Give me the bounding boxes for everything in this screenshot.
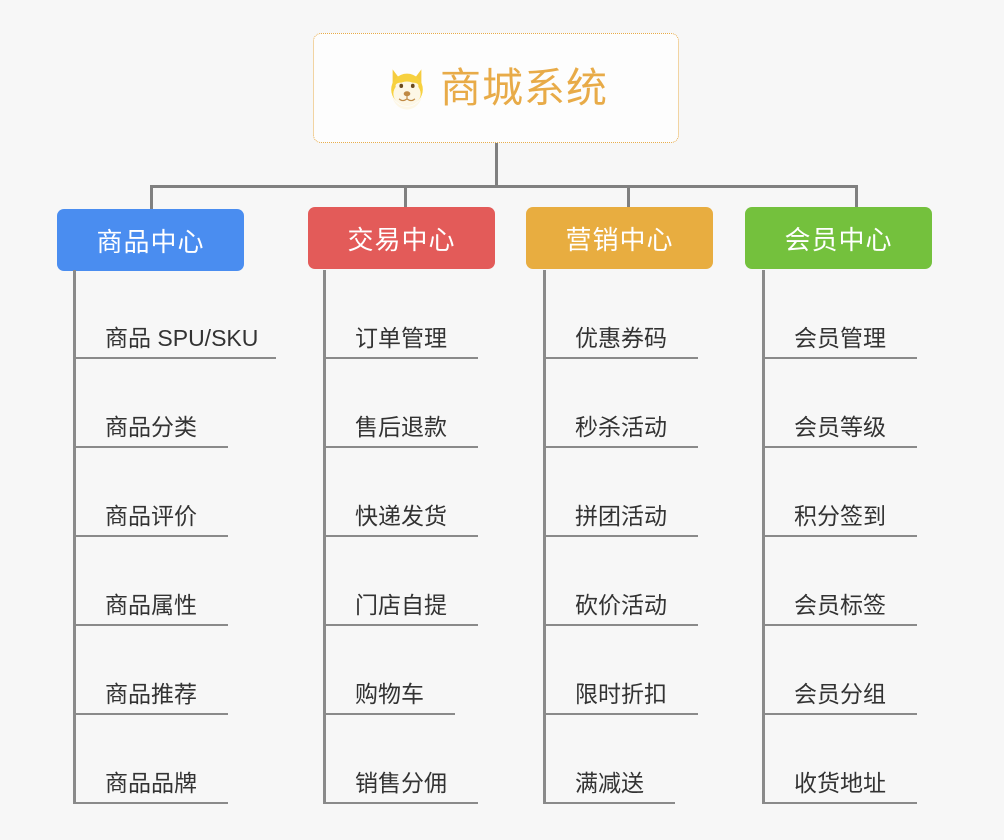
- category-box-member-center[interactable]: 会员中心: [745, 207, 932, 269]
- connector-drop-3: [627, 185, 630, 211]
- leaf-item[interactable]: 商品 SPU/SKU: [73, 270, 276, 359]
- connector-root-stem: [495, 143, 498, 187]
- leaf-item[interactable]: 满减送: [543, 715, 675, 804]
- leaf-label: 购物车: [355, 681, 424, 708]
- leaf-label: 商品品牌: [105, 770, 197, 797]
- leaf-label: 售后退款: [355, 414, 447, 441]
- leaf-label: 销售分佣: [355, 770, 447, 797]
- leaf-item[interactable]: 商品属性: [73, 537, 228, 626]
- leaf-item[interactable]: 会员分组: [762, 626, 917, 715]
- leaf-item[interactable]: 门店自提: [323, 537, 478, 626]
- leaf-item[interactable]: 会员等级: [762, 359, 917, 448]
- branch-trunk-trade-center: [323, 270, 326, 804]
- leaf-label: 秒杀活动: [575, 414, 667, 441]
- leaf-label: 会员标签: [794, 592, 886, 619]
- category-label-product-center: 商品中心: [96, 226, 205, 257]
- leaf-label: 收货地址: [794, 770, 886, 797]
- category-box-product-center[interactable]: 商品中心: [57, 209, 244, 271]
- branch-trunk-marketing-center: [543, 270, 546, 804]
- leaf-item[interactable]: 购物车: [323, 626, 455, 715]
- leaf-label: 快递发货: [355, 503, 447, 530]
- leaf-label: 限时折扣: [575, 681, 667, 708]
- category-label-member-center: 会员中心: [784, 224, 893, 255]
- leaf-item[interactable]: 秒杀活动: [543, 359, 698, 448]
- leaf-item[interactable]: 快递发货: [323, 448, 478, 537]
- leaf-label: 商品 SPU/SKU: [105, 325, 259, 352]
- leaf-label: 优惠券码: [575, 325, 667, 352]
- connector-horizontal-bar: [150, 185, 858, 188]
- connector-drop-2: [404, 185, 407, 211]
- leaf-label: 会员等级: [794, 414, 886, 441]
- category-label-marketing-center: 营销中心: [565, 224, 674, 255]
- leaf-item[interactable]: 商品推荐: [73, 626, 228, 715]
- branch-trunk-product-center: [73, 270, 76, 804]
- leaf-item[interactable]: 积分签到: [762, 448, 917, 537]
- connector-drop-1: [150, 185, 153, 211]
- leaf-label: 积分签到: [794, 503, 886, 530]
- leaf-item[interactable]: 商品评价: [73, 448, 228, 537]
- leaf-label: 门店自提: [355, 592, 447, 619]
- leaf-label: 会员分组: [794, 681, 886, 708]
- leaf-label: 商品分类: [105, 414, 197, 441]
- category-box-marketing-center[interactable]: 营销中心: [526, 207, 713, 269]
- leaf-label: 满减送: [575, 770, 644, 797]
- leaf-item[interactable]: 优惠券码: [543, 270, 698, 359]
- leaf-item[interactable]: 售后退款: [323, 359, 478, 448]
- leaf-item[interactable]: 商品品牌: [73, 715, 228, 804]
- leaf-item[interactable]: 砍价活动: [543, 537, 698, 626]
- leaf-item[interactable]: 订单管理: [323, 270, 478, 359]
- leaf-item[interactable]: 会员管理: [762, 270, 917, 359]
- leaf-item[interactable]: 拼团活动: [543, 448, 698, 537]
- leaf-label: 订单管理: [355, 325, 447, 352]
- leaf-label: 会员管理: [794, 325, 886, 352]
- leaf-item[interactable]: 会员标签: [762, 537, 917, 626]
- category-box-trade-center[interactable]: 交易中心: [308, 207, 495, 269]
- branch-trunk-member-center: [762, 270, 765, 804]
- leaf-label: 砍价活动: [575, 592, 667, 619]
- leaf-label: 拼团活动: [575, 503, 667, 530]
- leaf-item[interactable]: 销售分佣: [323, 715, 478, 804]
- connector-drop-4: [855, 185, 858, 211]
- leaf-item[interactable]: 商品分类: [73, 359, 228, 448]
- leaf-label: 商品推荐: [105, 681, 197, 708]
- root-node-label: 商城系统: [440, 64, 608, 111]
- root-node-shop-system[interactable]: 商城系统: [313, 33, 679, 143]
- leaf-item[interactable]: 收货地址: [762, 715, 917, 804]
- category-label-trade-center: 交易中心: [347, 224, 456, 255]
- dog-face-icon: [391, 69, 423, 110]
- leaf-item[interactable]: 限时折扣: [543, 626, 698, 715]
- leaf-label: 商品属性: [105, 592, 197, 619]
- leaf-label: 商品评价: [105, 503, 197, 530]
